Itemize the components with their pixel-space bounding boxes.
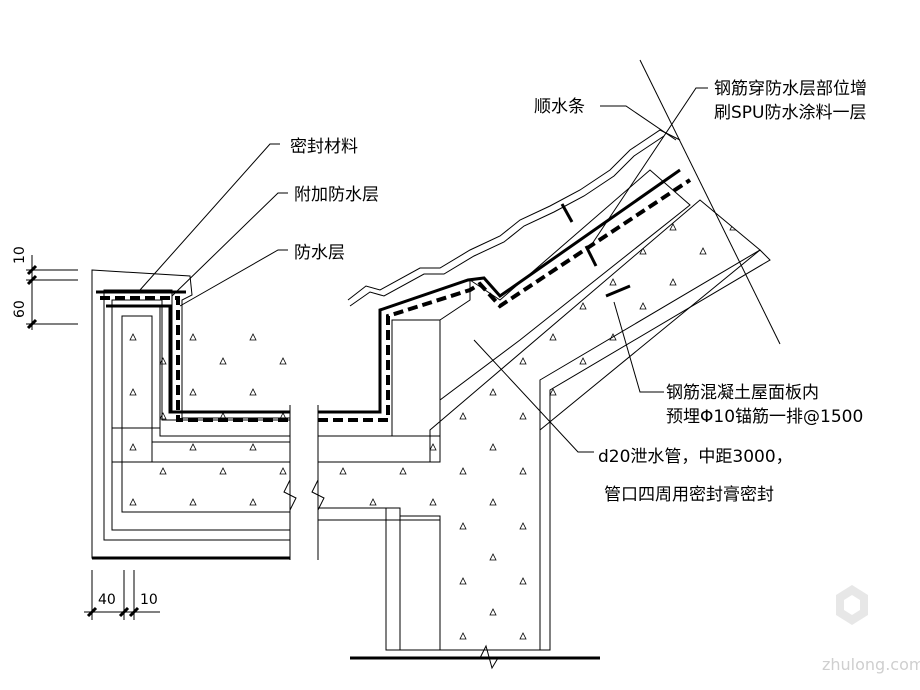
label-anchor-note-line1: 钢筋混凝土屋面板内	[666, 383, 819, 403]
gutter-left-part	[91, 269, 291, 560]
dimension-bottom	[84, 570, 160, 620]
dim-60: 60	[12, 300, 28, 318]
label-rebar-note-line2: 刷SPU防水涂料一层	[714, 103, 867, 123]
label-anchor-note-line2: 预埋Φ10锚筋一排@1500	[666, 407, 863, 427]
label-drain-note-line2: 管口四周用密封膏密封	[604, 484, 774, 505]
leader-lines	[139, 59, 781, 453]
gutter-right-part	[317, 129, 771, 670]
label-waterproof-layer: 防水层	[294, 243, 345, 263]
watermark-text: zhulong.com	[822, 655, 920, 674]
dimension-left	[26, 255, 78, 330]
watermark-logo	[836, 585, 868, 625]
dim-10-top: 10	[12, 246, 28, 264]
dim-40: 40	[98, 592, 116, 608]
label-drip-strip: 顺水条	[534, 97, 585, 117]
label-seal-material: 密封材料	[290, 137, 358, 157]
dim-10-bottom: 10	[140, 592, 158, 608]
label-drain-note-line1: d20泄水管，中距3000，	[598, 447, 793, 467]
label-rebar-note-line1: 钢筋穿防水层部位增	[714, 79, 867, 99]
label-extra-waterproof-layer: 附加防水层	[294, 185, 379, 205]
